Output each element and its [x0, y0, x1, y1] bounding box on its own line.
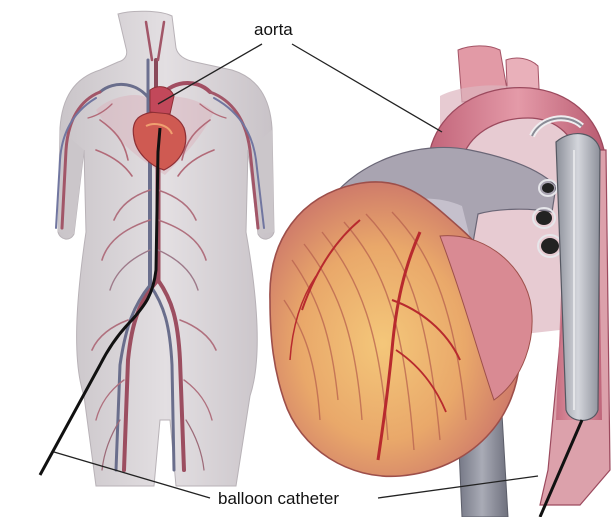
body-figure	[58, 11, 274, 486]
aorta-pointer-right	[292, 44, 442, 132]
aorta-label: aorta	[254, 20, 293, 40]
balloon-catheter-label: balloon catheter	[218, 489, 339, 509]
catheter-pointer-right	[378, 476, 538, 498]
